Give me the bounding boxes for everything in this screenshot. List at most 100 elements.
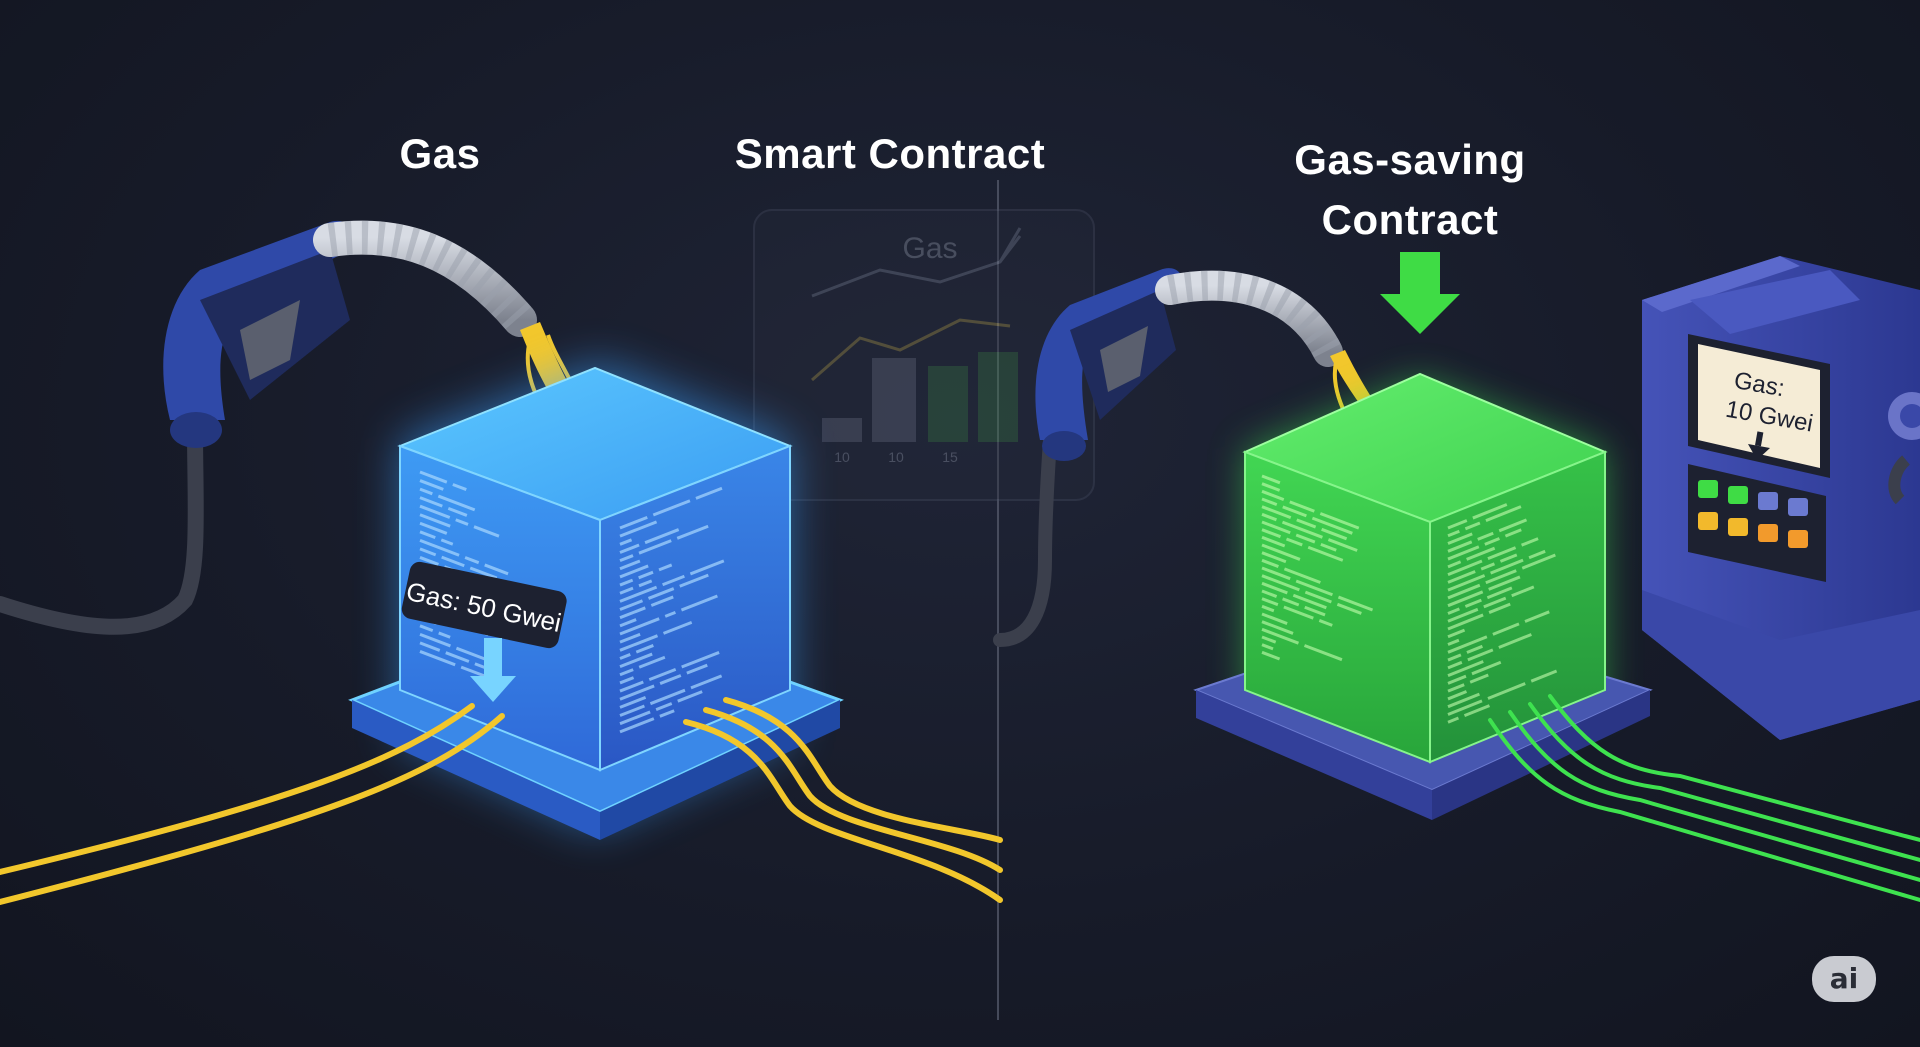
code-line — [659, 709, 675, 718]
code-line — [1498, 518, 1528, 533]
code-line — [664, 610, 676, 618]
code-line — [484, 563, 509, 576]
code-line — [419, 547, 437, 557]
code-line — [649, 688, 686, 706]
code-line — [1447, 607, 1479, 623]
code-line — [619, 586, 634, 595]
code-line — [638, 579, 653, 588]
ghost-chart-tick: 10 — [834, 449, 850, 465]
left-yellow-lines — [0, 697, 1003, 905]
code-line — [419, 487, 433, 496]
code-line — [619, 618, 637, 628]
code-line — [1304, 605, 1326, 617]
code-line — [1304, 590, 1332, 604]
code-line — [1283, 605, 1314, 620]
code-line — [1261, 482, 1281, 492]
code-line — [1261, 581, 1288, 595]
code-line — [1261, 535, 1286, 548]
code-line — [619, 585, 658, 603]
code-line — [1447, 653, 1462, 662]
code-line — [1488, 602, 1511, 614]
code-line — [1447, 690, 1468, 701]
code-line — [1447, 638, 1460, 646]
code-line — [440, 538, 454, 546]
code-line — [676, 524, 709, 540]
code-line — [1447, 660, 1463, 670]
code-line — [438, 631, 451, 639]
code-line — [1486, 586, 1513, 600]
code-line — [1498, 633, 1532, 649]
code-line — [638, 539, 672, 555]
code-line — [1485, 569, 1517, 585]
green-code-lines-left — [1261, 474, 1374, 662]
code-line — [1307, 545, 1344, 562]
code-line — [455, 518, 469, 526]
code-line — [1295, 533, 1316, 544]
left-down-arrow-icon — [470, 638, 516, 702]
code-line — [1466, 644, 1483, 654]
code-line — [635, 644, 654, 654]
code-line — [1447, 613, 1484, 631]
code-line — [1447, 607, 1460, 615]
code-line — [1447, 559, 1483, 577]
code-line — [1466, 546, 1496, 561]
code-line — [469, 566, 498, 580]
code-line — [1480, 562, 1496, 571]
code-line — [1464, 598, 1482, 608]
code-line — [1318, 619, 1333, 627]
code-line — [619, 680, 644, 693]
label-smart-contract: Smart Contract — [734, 130, 1046, 177]
code-line — [464, 556, 480, 565]
code-line — [419, 496, 443, 508]
left-fuel-nozzle-icon — [163, 220, 537, 448]
code-line — [619, 710, 651, 726]
code-line — [619, 632, 641, 644]
label-gas: Gas — [399, 130, 481, 177]
code-line — [695, 486, 723, 500]
code-line — [619, 696, 647, 709]
blue-code-lines-right — [619, 486, 725, 734]
code-line — [455, 646, 487, 661]
code-line — [1447, 540, 1473, 553]
code-line — [419, 479, 444, 491]
code-line — [1467, 648, 1494, 662]
code-line — [1447, 519, 1468, 530]
code-line — [419, 641, 441, 652]
code-line — [441, 555, 465, 568]
code-line — [1261, 520, 1291, 535]
code-line — [419, 513, 451, 528]
code-line — [1521, 537, 1539, 547]
left-dark-hose — [0, 422, 204, 635]
code-line — [1447, 545, 1480, 561]
code-line — [677, 690, 703, 703]
code-line — [447, 506, 468, 517]
code-line — [419, 624, 434, 633]
code-line — [1447, 692, 1480, 709]
code-line — [1447, 699, 1483, 716]
code-line — [619, 520, 658, 538]
code-line — [1484, 537, 1500, 546]
code-line — [619, 634, 659, 652]
code-line — [1285, 537, 1303, 547]
code-line — [619, 578, 634, 587]
code-line — [1447, 635, 1488, 654]
code-line — [1483, 596, 1507, 609]
code-line — [690, 674, 723, 690]
code-line — [619, 668, 634, 677]
code-line — [1289, 500, 1315, 513]
code-line — [1499, 553, 1518, 563]
code-line — [1261, 650, 1281, 661]
code-line — [619, 653, 631, 660]
code-line — [689, 559, 725, 576]
code-line — [1464, 521, 1481, 531]
code-line — [648, 667, 677, 682]
code-line — [647, 587, 675, 600]
code-line — [473, 525, 500, 538]
code-line — [619, 676, 635, 685]
code-line — [638, 655, 666, 669]
code-line — [419, 504, 451, 519]
code-line — [1530, 669, 1558, 683]
code-line — [1477, 531, 1494, 541]
code-line — [1261, 543, 1301, 561]
